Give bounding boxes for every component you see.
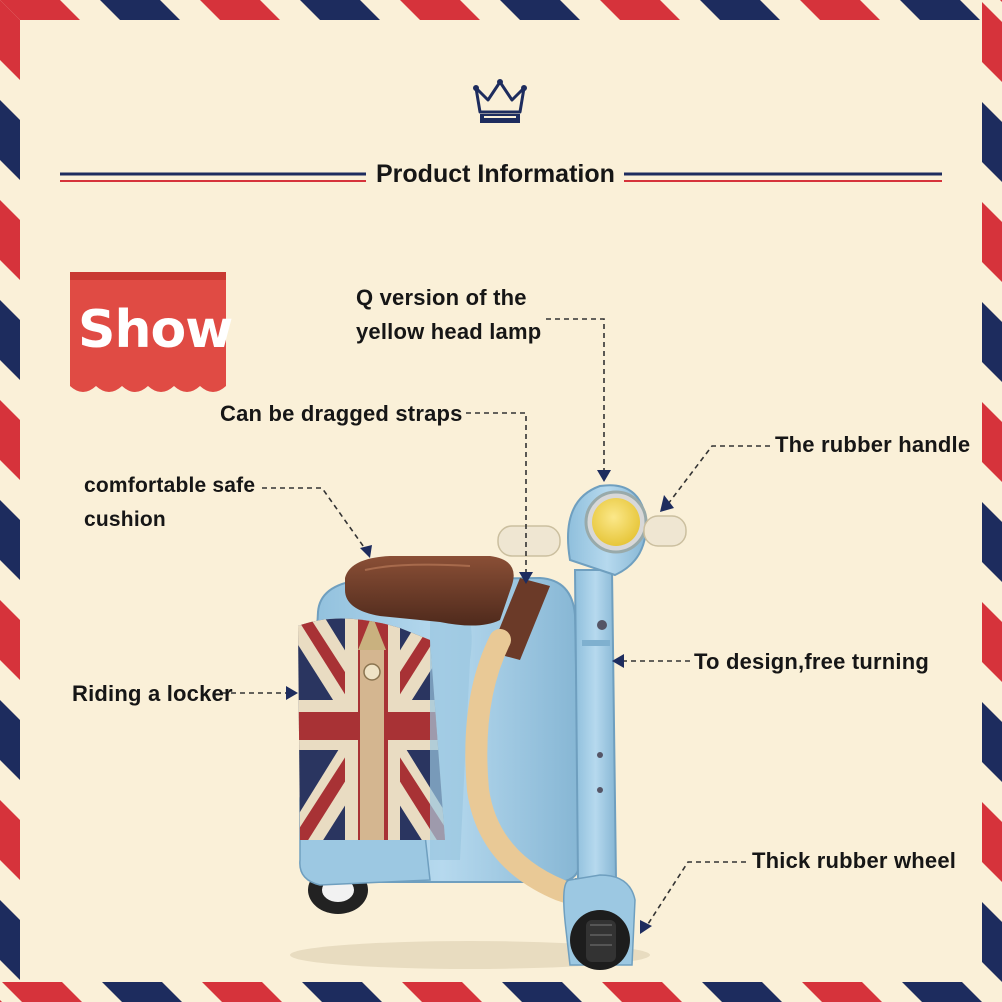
- callout-locker: Riding a locker: [72, 681, 233, 706]
- show-badge-shape: [70, 272, 226, 392]
- scooter-suitcase: [290, 484, 687, 970]
- callout-handle: The rubber handle: [775, 432, 971, 457]
- leader-head-lamp: [546, 318, 605, 470]
- union-jack-panel: [298, 618, 445, 840]
- crown-icon: [473, 79, 527, 123]
- callout-cushion: comfortable safe cushion: [84, 474, 256, 531]
- callout-wheel: Thick rubber wheel: [752, 848, 957, 873]
- show-badge-label: Show: [78, 300, 233, 360]
- heading-rule-left: [60, 172, 366, 182]
- callout-head-lamp: Q version of the yellow head lamp: [356, 285, 542, 344]
- callout-turning: To design,free turning: [694, 649, 929, 674]
- page-title: Product Information: [376, 160, 615, 188]
- leader-straps: [466, 412, 527, 572]
- callout-straps: Can be dragged straps: [220, 401, 463, 426]
- leader-cushion: [262, 487, 367, 551]
- leader-handle: [667, 445, 770, 505]
- leader-wheel: [647, 861, 746, 925]
- callout-lines: [222, 318, 770, 925]
- callout-arrowheads: [286, 470, 674, 934]
- heading-rule-right: [624, 172, 942, 182]
